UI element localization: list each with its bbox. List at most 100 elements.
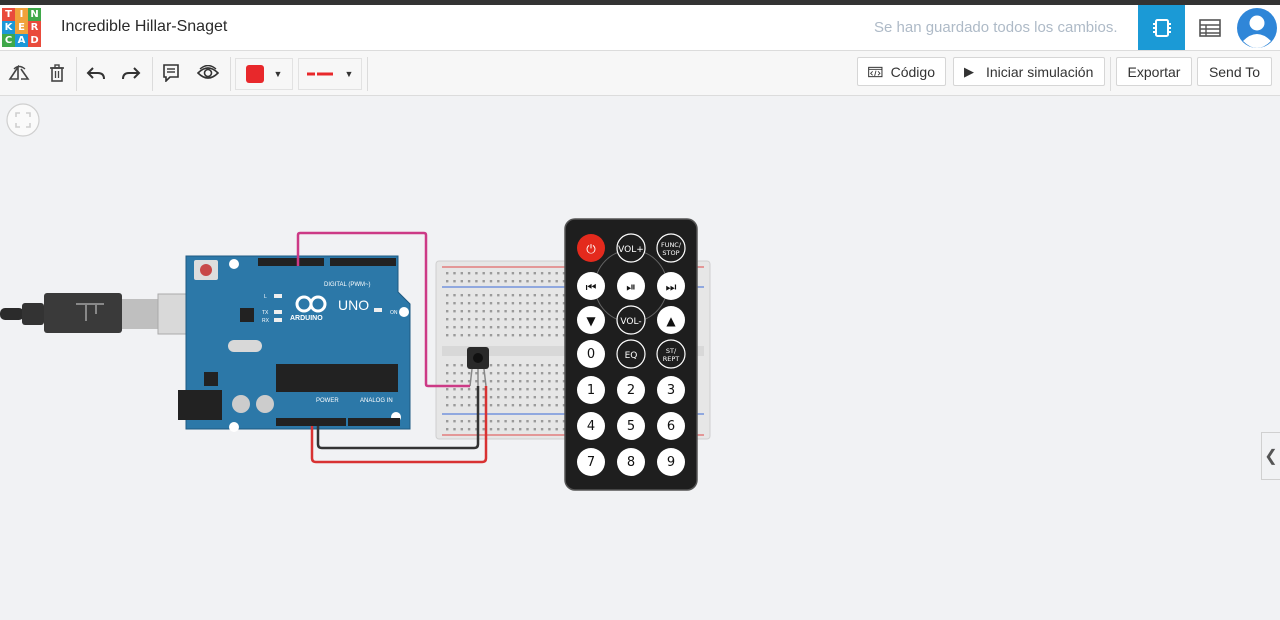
breadboard-hole xyxy=(562,318,566,321)
breadboard-hole xyxy=(489,318,493,321)
breadboard-hole xyxy=(504,280,507,283)
user-avatar[interactable] xyxy=(1233,5,1280,50)
breadboard-hole xyxy=(548,318,551,321)
breadboard-hole xyxy=(497,272,500,275)
logo-letter: I xyxy=(15,8,28,21)
simulate-label: Iniciar simulación xyxy=(986,63,1094,80)
breadboard-hole xyxy=(511,294,515,297)
breadboard-hole xyxy=(489,420,493,423)
breadboard-hole xyxy=(555,302,558,305)
undo-button[interactable] xyxy=(84,59,108,87)
breadboard-hole xyxy=(533,318,536,321)
breadboard-hole xyxy=(533,326,536,329)
delete-button[interactable] xyxy=(45,59,69,87)
play-icon: ▶ xyxy=(964,63,974,79)
fit-view-icon[interactable] xyxy=(5,103,45,143)
notes-button[interactable] xyxy=(159,59,183,87)
remote-button-label: VOL+ xyxy=(618,245,644,255)
remote-button-label: ⏭ xyxy=(666,280,677,294)
breadboard-hole xyxy=(446,396,449,399)
breadboard-hole xyxy=(446,334,449,337)
breadboard-hole xyxy=(497,388,500,391)
breadboard-hole xyxy=(562,428,566,431)
breadboard-hole xyxy=(475,326,478,329)
breadboard-hole xyxy=(555,364,558,367)
breadboard-hole xyxy=(467,272,471,275)
code-button[interactable]: Código xyxy=(857,57,946,86)
breadboard-hole xyxy=(475,272,478,275)
breadboard-hole xyxy=(497,318,500,321)
breadboard-hole xyxy=(511,280,515,283)
logo-letter: R xyxy=(28,21,41,34)
breadboard-hole xyxy=(467,302,471,305)
redo-button[interactable] xyxy=(119,59,143,87)
remote-button-label: 7 xyxy=(587,455,595,470)
start-simulation-button[interactable]: ▶ Iniciar simulación xyxy=(953,57,1105,86)
breadboard-hole xyxy=(482,326,485,329)
breadboard-hole xyxy=(497,380,500,383)
schematic-list-button[interactable] xyxy=(1186,5,1233,50)
breadboard-hole xyxy=(540,318,544,321)
breadboard-hole xyxy=(526,272,529,275)
side-panel-toggle[interactable]: ❮ xyxy=(1261,432,1280,480)
breadboard-hole xyxy=(497,420,500,423)
breadboard-hole xyxy=(533,302,536,305)
breadboard-hole xyxy=(504,396,507,399)
breadboard-hole xyxy=(504,302,507,305)
usb-cable xyxy=(0,293,219,335)
wire-style-icon xyxy=(306,72,333,76)
wire-style-picker[interactable]: ▼ xyxy=(298,58,362,90)
breadboard-hole xyxy=(497,310,500,313)
breadboard-hole xyxy=(497,364,500,367)
breadboard-hole xyxy=(511,428,515,431)
visibility-button[interactable] xyxy=(195,59,221,87)
breadboard-hole xyxy=(519,388,522,391)
breadboard-hole xyxy=(446,302,449,305)
breadboard-hole xyxy=(482,420,485,423)
remote-button-label: 0 xyxy=(587,347,595,362)
breadboard-hole xyxy=(548,380,551,383)
breadboard-hole xyxy=(497,334,500,337)
breadboard-hole xyxy=(562,280,566,283)
remote-button-label: 3 xyxy=(667,383,675,398)
breadboard-hole xyxy=(526,302,529,305)
breadboard-hole xyxy=(497,280,500,283)
breadboard-hole xyxy=(526,380,529,383)
export-label: Exportar xyxy=(1127,63,1181,80)
breadboard-hole xyxy=(526,326,529,329)
remote-button xyxy=(657,448,685,476)
circuit-view-button[interactable] xyxy=(1138,5,1185,50)
breadboard-hole xyxy=(453,310,456,313)
breadboard-hole xyxy=(540,326,544,329)
send-to-button[interactable]: Send To xyxy=(1197,57,1272,86)
breadboard-hole xyxy=(504,326,507,329)
breadboard-hole xyxy=(475,302,478,305)
breadboard-hole xyxy=(504,372,507,375)
wire-color-picker[interactable]: ▼ xyxy=(235,58,293,90)
breadboard-hole xyxy=(548,372,551,375)
breadboard-hole xyxy=(519,310,522,313)
breadboard-hole xyxy=(555,326,558,329)
breadboard-hole xyxy=(533,428,536,431)
breadboard-hole xyxy=(526,396,529,399)
export-button[interactable]: Exportar xyxy=(1116,57,1192,86)
breadboard-hole xyxy=(504,388,507,391)
breadboard-hole xyxy=(555,380,558,383)
code-icon xyxy=(868,66,883,77)
circuit-canvas[interactable]: UNO ARDUINO DIGITAL (PWM~) POWER ANALOG … xyxy=(0,96,1280,620)
breadboard-hole xyxy=(489,364,493,367)
breadboard-hole xyxy=(475,388,478,391)
remote-button xyxy=(577,306,605,334)
breadboard-hole xyxy=(475,334,478,337)
breadboard-hole xyxy=(533,310,536,313)
breadboard-hole xyxy=(467,334,471,337)
breadboard-hole xyxy=(482,372,485,375)
project-title[interactable]: Incredible Hillar-Snaget xyxy=(61,18,228,35)
rotate-button[interactable] xyxy=(6,59,32,87)
breadboard-hole xyxy=(555,396,558,399)
breadboard-hole xyxy=(548,310,551,313)
breadboard-hole xyxy=(533,372,536,375)
breadboard-hole xyxy=(555,294,558,297)
breadboard-hole xyxy=(519,428,522,431)
